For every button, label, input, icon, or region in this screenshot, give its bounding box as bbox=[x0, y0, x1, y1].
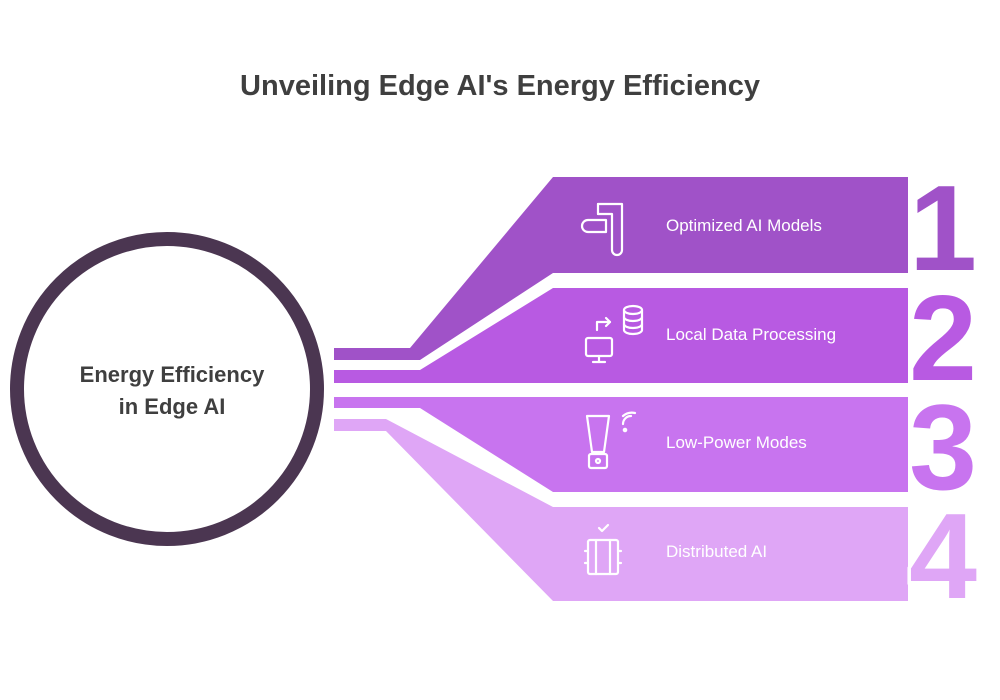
branch-band-3 bbox=[334, 397, 908, 492]
branch-label-3: Low-Power Modes bbox=[666, 433, 807, 452]
flow-pipes-icon bbox=[580, 202, 624, 257]
diagram-title: Unveiling Edge AI's Energy Efficiency bbox=[240, 70, 760, 102]
branch-band-2 bbox=[334, 288, 908, 383]
branch-label-2: Local Data Processing bbox=[666, 325, 836, 344]
branch-3: 3 Low-Power Modes bbox=[334, 376, 980, 519]
branch-2: 2 Local Data Processing bbox=[334, 267, 980, 410]
branch-label-1: Optimized AI Models bbox=[666, 216, 822, 235]
branch-number-4: 4 bbox=[909, 488, 977, 624]
branch-number-1: 1 bbox=[909, 160, 977, 296]
hub-label-line1: Energy Efficiency bbox=[80, 362, 265, 387]
hub-ring bbox=[10, 232, 324, 546]
hub: Energy Efficiency in Edge AI bbox=[10, 232, 324, 546]
branch-4: 4 Distributed AI bbox=[334, 419, 981, 628]
computer-database-sync-icon bbox=[584, 304, 644, 364]
branch-1: 1 Optimized AI Models bbox=[334, 157, 980, 360]
branch-number-2: 2 bbox=[909, 270, 977, 406]
blender-wireless-icon bbox=[585, 411, 637, 470]
server-rack-icon bbox=[583, 523, 623, 576]
branch-band-4 bbox=[334, 419, 908, 601]
branch-label-4: Distributed AI bbox=[666, 542, 767, 561]
branch-band-1 bbox=[334, 177, 908, 360]
branch-number-3: 3 bbox=[909, 379, 977, 515]
hub-label-line2: in Edge AI bbox=[119, 394, 226, 419]
